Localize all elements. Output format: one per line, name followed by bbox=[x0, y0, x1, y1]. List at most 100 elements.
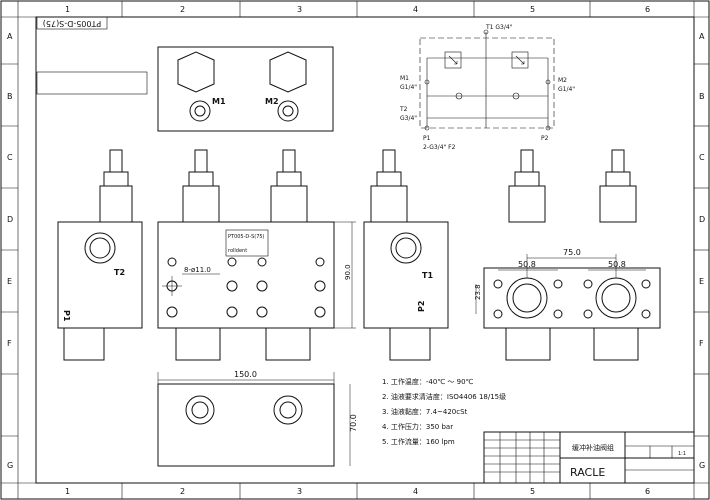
row-label: G bbox=[699, 461, 705, 470]
valve-cap-left bbox=[177, 51, 215, 93]
front-view: PT005-D-S(75) rolldent 8-ø11.0 90.0 bbox=[157, 221, 356, 361]
title-block: 缓冲补油阀组 RACLE 1:1 bbox=[483, 431, 695, 484]
relief-valve-left-symbol bbox=[444, 51, 462, 69]
row-label: F bbox=[7, 339, 12, 348]
scale-value: 1:1 bbox=[678, 451, 686, 457]
title-text: 缓冲补油阀组 bbox=[572, 443, 614, 452]
row-label: E bbox=[699, 277, 704, 286]
right-side-view: T1 P2 bbox=[363, 221, 449, 361]
shaded-label-area bbox=[36, 71, 148, 95]
cartridges bbox=[99, 149, 637, 223]
col-label: 5 bbox=[530, 487, 535, 496]
row-label: B bbox=[699, 92, 705, 101]
rear-view: 75.0 50.8 50.8 23.8 bbox=[474, 248, 661, 361]
top-view: M1 M2 bbox=[36, 46, 334, 132]
spec-line: 4. 工作压力：350 bar bbox=[382, 422, 453, 431]
spec-line: 3. 油液黏度：7.4~420cSt bbox=[382, 407, 468, 416]
row-label: A bbox=[7, 32, 13, 41]
port-m1-label: M1 bbox=[400, 75, 409, 82]
dim-height-70: 70.0 bbox=[349, 414, 358, 432]
fitting-rear-right bbox=[593, 327, 639, 361]
cartridge-6 bbox=[599, 149, 637, 223]
col-label: 3 bbox=[297, 487, 302, 496]
valve-cap-right bbox=[269, 51, 307, 93]
bottom-block bbox=[157, 383, 335, 467]
dim-pitch-left: 50.8 bbox=[518, 260, 536, 269]
row-label: C bbox=[7, 153, 13, 162]
col-label: 1 bbox=[65, 487, 70, 496]
top-view-block bbox=[157, 46, 334, 132]
m1-label: M1 bbox=[212, 97, 226, 106]
fitting-front-left bbox=[175, 327, 221, 361]
t1-label: T1 bbox=[422, 271, 433, 280]
hydraulic-schematic: T1 G3/4" M1 G1/4" M2 G1/4" T2 G3/4" P1 P… bbox=[399, 24, 575, 151]
p1-label: P1 bbox=[62, 310, 71, 322]
m2-label: M2 bbox=[265, 97, 279, 106]
relief-valve-right-symbol bbox=[511, 51, 529, 69]
dim-height-90: 90.0 bbox=[344, 264, 352, 280]
port-note: 2-G3/4" F2 bbox=[423, 144, 456, 151]
port-m2-circle bbox=[277, 100, 299, 122]
spec-line: 1. 工作温度：-40℃ ～ 90℃ bbox=[382, 377, 474, 386]
p2-label: P2 bbox=[417, 301, 426, 312]
col-label: 1 bbox=[65, 5, 70, 14]
specifications: 1. 工作温度：-40℃ ～ 90℃ 2. 油液要求清洁度：ISO4406 18… bbox=[382, 377, 506, 446]
left-side-view: T2 P1 bbox=[57, 221, 143, 361]
port-m1-thread: G1/4" bbox=[400, 84, 417, 91]
cartridge-1 bbox=[99, 149, 133, 223]
dim-offset: 23.8 bbox=[474, 284, 482, 300]
port-m1-circle bbox=[189, 100, 211, 122]
dim-pitch-right: 50.8 bbox=[608, 260, 626, 269]
port-p1-label: P1 bbox=[423, 135, 431, 142]
company-name: RACLE bbox=[570, 466, 605, 479]
cartridge-5 bbox=[508, 149, 546, 223]
col-label: 5 bbox=[530, 5, 535, 14]
t2-label: T2 bbox=[114, 268, 125, 277]
nameplate bbox=[225, 229, 269, 257]
schematic-boundary bbox=[419, 37, 555, 129]
dim-holes: 8-ø11.0 bbox=[184, 266, 211, 274]
col-label: 6 bbox=[645, 5, 650, 14]
row-label: A bbox=[699, 32, 705, 41]
port-t1-label: T1 G3/4" bbox=[485, 24, 513, 31]
mounting-holes bbox=[166, 257, 326, 318]
row-label: G bbox=[7, 461, 13, 470]
nameplate-model: PT005-D-S(75) bbox=[228, 234, 265, 240]
row-label: F bbox=[699, 339, 704, 348]
col-label: 2 bbox=[180, 487, 185, 496]
port-t2-thread: G3/4" bbox=[400, 115, 417, 122]
cartridge-3 bbox=[270, 149, 308, 223]
row-label: E bbox=[7, 277, 12, 286]
col-label: 3 bbox=[297, 5, 302, 14]
bottom-view: 150.0 70.0 bbox=[157, 370, 358, 467]
port-m2-thread: G1/4" bbox=[558, 86, 575, 93]
col-label: 6 bbox=[645, 487, 650, 496]
inner-frame bbox=[35, 16, 695, 484]
column-labels: 1 2 3 4 5 6 1 2 3 4 5 6 bbox=[65, 5, 650, 496]
port-t2-label: T2 bbox=[399, 106, 408, 113]
drawing-number: PT005-D-S(75) bbox=[43, 19, 101, 28]
col-label: 4 bbox=[413, 5, 418, 14]
rear-block bbox=[483, 267, 661, 329]
fitting-front-right bbox=[265, 327, 311, 361]
fitting-left bbox=[63, 327, 105, 361]
cartridge-2 bbox=[182, 149, 220, 223]
row-label: D bbox=[7, 215, 13, 224]
front-block bbox=[157, 221, 335, 329]
port-p2-label: P2 bbox=[541, 135, 549, 142]
col-label: 2 bbox=[180, 5, 185, 14]
fitting-rear-left bbox=[505, 327, 551, 361]
dim-width-150: 150.0 bbox=[234, 370, 257, 379]
fitting-right-side bbox=[389, 327, 431, 361]
col-label: 4 bbox=[413, 487, 418, 496]
cartridge-4 bbox=[370, 149, 408, 223]
check-valve-left-symbol bbox=[455, 92, 463, 100]
port-m2-label: M2 bbox=[558, 77, 567, 84]
row-labels: A B C D E F G A B C D E F G bbox=[7, 32, 705, 470]
nameplate-brand: rolldent bbox=[228, 248, 247, 254]
row-label: D bbox=[699, 215, 705, 224]
row-label: B bbox=[7, 92, 13, 101]
dim-width-75: 75.0 bbox=[563, 248, 581, 257]
